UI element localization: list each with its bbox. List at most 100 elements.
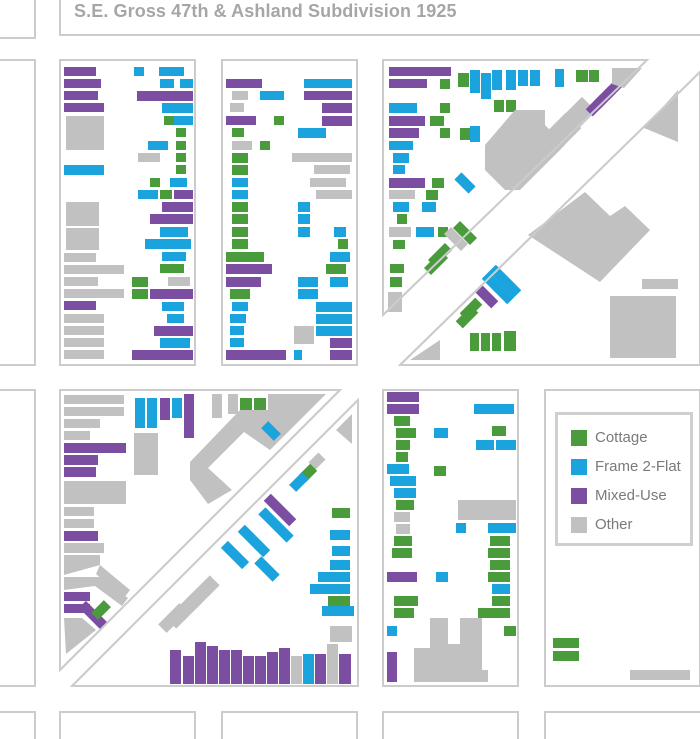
building [339,654,351,684]
building [145,239,191,249]
building [470,333,479,351]
building [160,227,188,237]
building [148,141,168,150]
building [460,128,470,140]
building [303,654,314,684]
building [64,577,128,606]
building [443,226,469,252]
building [298,214,310,224]
building [232,165,248,175]
building [64,555,100,575]
building [610,296,676,358]
building [389,116,425,126]
building [434,428,448,438]
building [176,128,186,137]
building [326,264,346,274]
building [440,79,450,89]
building [176,153,186,162]
building [230,289,250,299]
building [164,116,174,125]
building [310,584,350,594]
building [176,165,186,174]
building [630,670,690,680]
building [389,178,425,188]
building [298,277,318,287]
building [389,190,415,199]
building [135,398,145,428]
legend-label: Frame 2-Flat [595,458,681,475]
building [64,455,98,465]
building [589,70,599,82]
building [243,656,254,684]
diagonal-avenue [59,59,700,687]
building [134,67,144,76]
legend-swatch [571,458,587,475]
building [389,67,451,76]
building [440,128,450,138]
building [292,153,352,162]
building [263,493,297,527]
building [490,560,510,570]
building [195,642,206,684]
building [332,508,350,518]
building [64,431,90,440]
block-outline [382,711,519,739]
building [530,70,540,86]
building [147,398,157,428]
building [279,648,290,684]
building [260,141,270,150]
building [330,338,352,348]
building [553,638,579,648]
building [330,626,352,642]
building [642,279,678,289]
buildings [64,67,690,684]
building [298,289,318,299]
building [291,656,302,684]
building [132,350,193,360]
building [160,190,172,199]
building [308,452,326,470]
building [394,596,418,606]
building [232,227,248,237]
building [158,603,188,633]
building [488,572,510,582]
building [389,128,419,138]
building [64,67,96,76]
building [64,314,104,323]
building [396,440,410,450]
building [470,70,480,93]
building [389,79,427,88]
building [254,556,280,582]
building [492,596,510,606]
building [298,227,310,237]
building [232,128,244,137]
building [396,500,414,510]
building [64,350,104,359]
building [174,116,193,125]
building [394,488,416,498]
building [64,326,104,335]
building [390,264,404,273]
legend-item-other: Other [571,516,633,533]
building [474,404,514,414]
building [488,548,510,558]
building [160,79,174,88]
building [64,289,124,298]
building [470,126,480,142]
building [64,467,96,477]
building [230,314,246,323]
building [232,153,248,163]
building [132,289,148,299]
building [318,572,350,582]
building [488,523,516,533]
building [438,227,448,237]
building [134,433,158,475]
building [78,600,108,630]
building [64,103,104,112]
building [397,214,407,224]
building [274,116,284,125]
building [456,523,466,533]
building [232,141,252,150]
building [393,240,405,249]
